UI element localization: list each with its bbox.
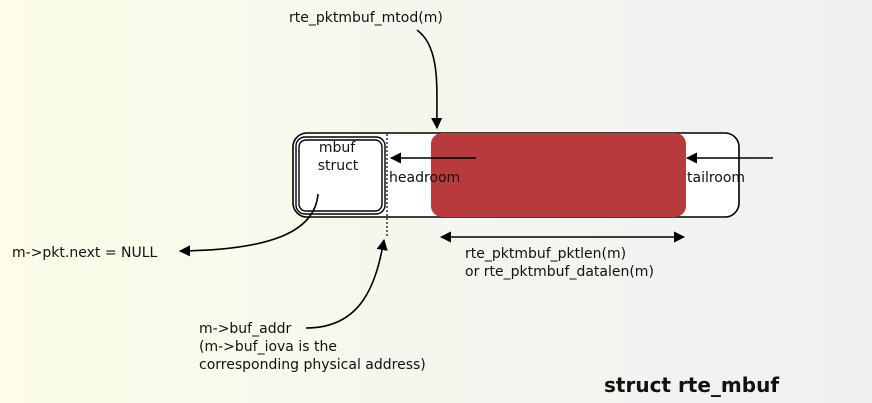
next-pointer-arrow <box>178 193 319 257</box>
pktlen-label-2: or rte_pktmbuf_datalen(m) <box>465 264 654 280</box>
next-pointer-label: m->pkt.next = NULL <box>12 245 158 261</box>
buf-addr-label-2: (m->buf_iova is the <box>199 339 337 355</box>
diagram-title: struct rte_mbuf <box>604 373 779 397</box>
mtod-label: rte_pktmbuf_mtod(m) <box>289 10 443 26</box>
buf-addr-arrow <box>305 238 388 329</box>
mbuf-struct-label-2: struct <box>318 158 359 174</box>
mbuf-struct-box <box>298 139 383 212</box>
mbuf-struct-box-outer <box>295 136 386 215</box>
mtod-arrow <box>416 29 443 130</box>
mbuf-struct-label-1: mbuf <box>319 140 356 156</box>
buf-addr-label-1: m->buf_addr <box>199 321 291 337</box>
pktlen-label-1: rte_pktmbuf_pktlen(m) <box>465 246 626 262</box>
headroom-label: headroom <box>389 170 460 186</box>
packet-data-region <box>431 133 686 217</box>
tailroom-label: tailroom <box>687 170 745 186</box>
buf-addr-label-3: corresponding physical address) <box>199 357 426 373</box>
